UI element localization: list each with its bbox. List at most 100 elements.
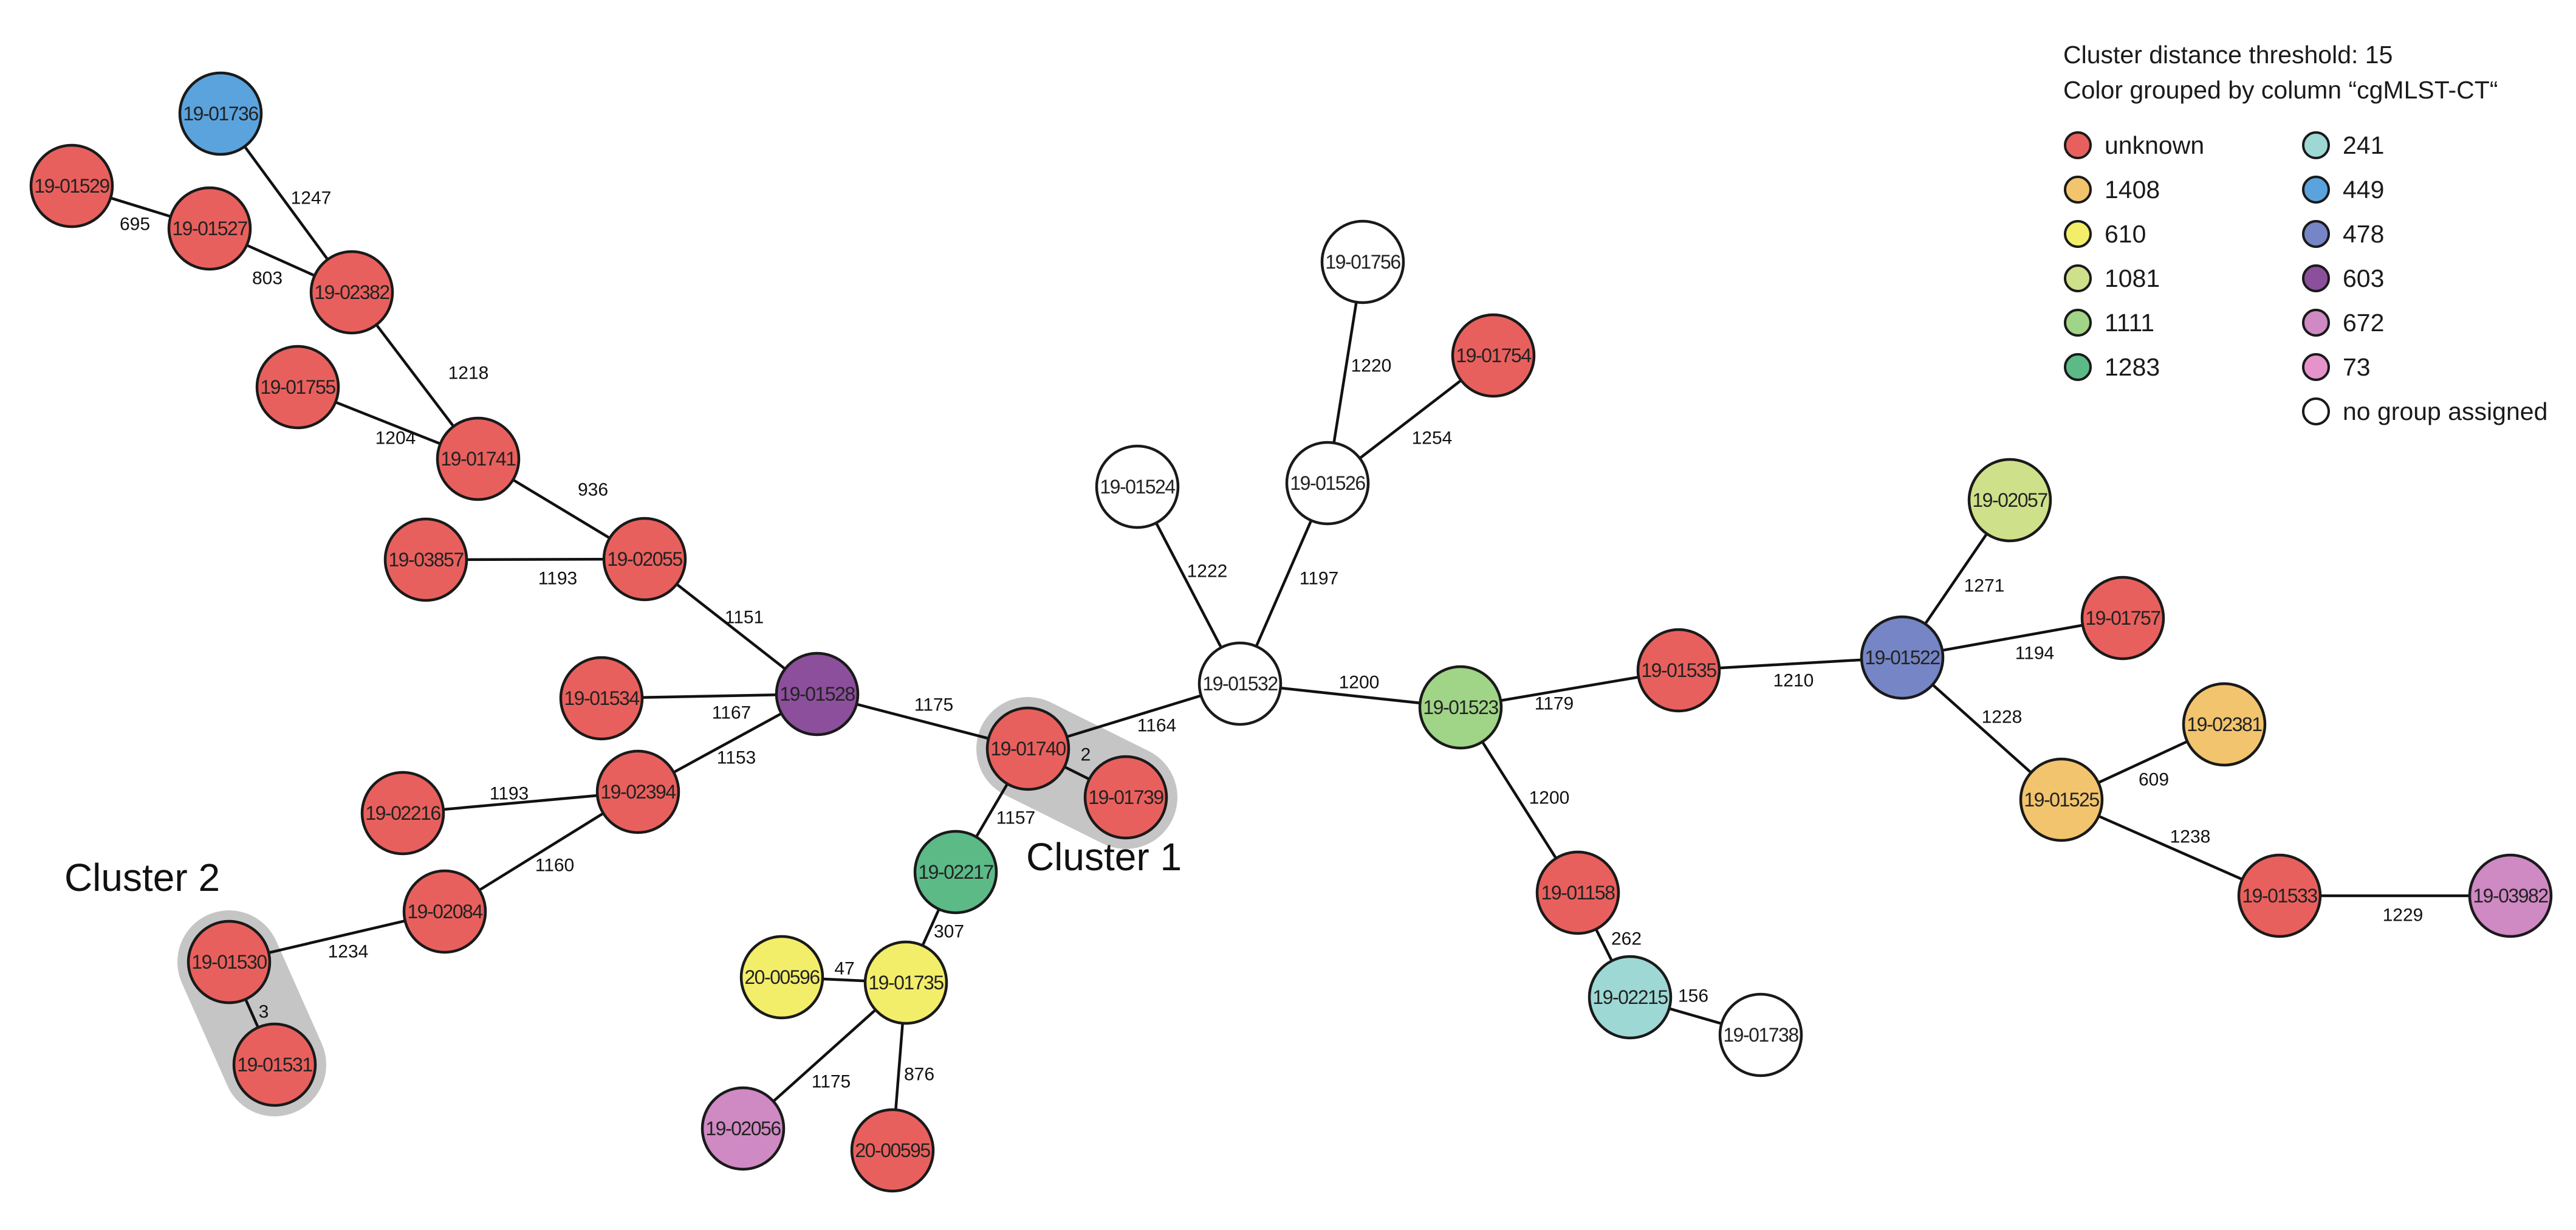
node-19-01531[interactable]: 19-01531 xyxy=(232,1022,317,1107)
node-19-01757[interactable]: 19-01757 xyxy=(2080,575,2165,661)
node-circle xyxy=(1588,955,1673,1040)
node-circle xyxy=(167,186,252,271)
edge-distance-label: 1179 xyxy=(1535,694,1574,714)
node-label: 19-01528 xyxy=(779,683,855,705)
node-19-01523[interactable]: 19-01523 xyxy=(1418,665,1503,750)
node-19-01755[interactable]: 19-01755 xyxy=(255,345,340,430)
node-19-01525[interactable]: 19-01525 xyxy=(2019,757,2104,842)
legend-swatch xyxy=(2302,264,2330,292)
node-circle xyxy=(1095,444,1180,529)
node-19-01739[interactable]: 19-01739 xyxy=(1083,755,1168,840)
node-circle xyxy=(2237,853,2322,938)
node-circle xyxy=(2080,575,2165,661)
edge-distance-label: 1200 xyxy=(1529,788,1570,808)
legend-label: 1408 xyxy=(2105,176,2160,204)
legend-item-1111: 1111 xyxy=(2064,309,2154,337)
node-19-01736[interactable]: 19-01736 xyxy=(178,71,263,156)
legend-label: 1283 xyxy=(2105,353,2160,381)
node-circle xyxy=(309,250,394,335)
legend-item-449: 449 xyxy=(2302,176,2384,204)
node-circle xyxy=(1535,850,1620,935)
edge-distance-label: 1200 xyxy=(1339,673,1380,693)
node-19-02381[interactable]: 19-02381 xyxy=(2182,682,2267,767)
node-19-01524[interactable]: 19-01524 xyxy=(1095,444,1180,529)
node-19-01533[interactable]: 19-01533 xyxy=(2237,853,2322,938)
node-19-01756[interactable]: 19-01756 xyxy=(1320,219,1405,304)
node-20-00596[interactable]: 20-00596 xyxy=(739,935,824,1020)
node-19-01738[interactable]: 19-01738 xyxy=(1718,992,1803,1077)
legend-item-478: 478 xyxy=(2302,220,2384,248)
legend-swatch xyxy=(2302,131,2330,159)
node-19-02056[interactable]: 19-02056 xyxy=(701,1086,786,1171)
node-circle xyxy=(1860,615,1945,700)
legend-swatch xyxy=(2064,264,2092,292)
edge-distance-label: 156 xyxy=(1678,986,1708,1006)
edge-distance-label: 2 xyxy=(1081,745,1091,765)
node-19-02215[interactable]: 19-02215 xyxy=(1588,955,1673,1040)
edge-distance-label: 47 xyxy=(834,959,854,979)
node-label: 19-01754 xyxy=(1456,345,1531,366)
legend-item-241: 241 xyxy=(2302,131,2384,159)
node-19-02382[interactable]: 19-02382 xyxy=(309,250,394,335)
node-layer: 19-01736 19-01529 19-01527 19-02382 19-01755… xyxy=(29,71,2553,1193)
legend-swatch xyxy=(2302,309,2330,337)
node-19-02084[interactable]: 19-02084 xyxy=(402,869,487,954)
node-19-02057[interactable]: 19-02057 xyxy=(1967,458,2052,543)
node-label: 19-01523 xyxy=(1423,696,1498,718)
node-19-01158[interactable]: 19-01158 xyxy=(1535,850,1620,935)
node-19-01535[interactable]: 19-01535 xyxy=(1636,628,1721,713)
node-19-01526[interactable]: 19-01526 xyxy=(1285,441,1370,526)
node-19-01529[interactable]: 19-01529 xyxy=(29,143,114,228)
node-circle xyxy=(436,416,521,501)
node-19-02394[interactable]: 19-02394 xyxy=(595,749,680,834)
node-19-02055[interactable]: 19-02055 xyxy=(602,517,687,602)
node-label: 19-01757 xyxy=(2085,607,2160,629)
edge-distance-label: 1197 xyxy=(1300,569,1339,589)
legend-item-1283: 1283 xyxy=(2064,353,2160,381)
node-19-01754[interactable]: 19-01754 xyxy=(1451,313,1536,398)
node-circle xyxy=(2468,853,2553,938)
cluster-title-cluster-2: Cluster 2 xyxy=(64,856,220,899)
node-label: 19-02216 xyxy=(365,802,440,824)
edge-distance-label: 1153 xyxy=(717,748,756,768)
node-19-01735[interactable]: 19-01735 xyxy=(863,940,948,1025)
legend-swatch xyxy=(2302,220,2330,248)
node-19-01741[interactable]: 19-01741 xyxy=(436,416,521,501)
node-label: 19-02382 xyxy=(314,281,389,303)
node-circle xyxy=(232,1022,317,1107)
edge-distance-label: 1228 xyxy=(1982,707,2023,727)
node-label: 19-02217 xyxy=(918,861,993,883)
legend-label: 478 xyxy=(2343,220,2384,248)
node-19-01532[interactable]: 19-01532 xyxy=(1197,641,1283,726)
node-20-00595[interactable]: 20-00595 xyxy=(850,1108,935,1193)
edge-distance-label: 1204 xyxy=(375,428,416,448)
legend-label: 610 xyxy=(2105,220,2146,248)
edge-distance-label: 1157 xyxy=(996,808,1036,828)
legend-swatch xyxy=(2064,353,2092,381)
node-19-03982[interactable]: 19-03982 xyxy=(2468,853,2553,938)
node-label: 19-02056 xyxy=(705,1118,781,1139)
node-label: 19-01533 xyxy=(2242,885,2317,907)
edge-distance-label: 1194 xyxy=(2015,644,2055,664)
node-19-02217[interactable]: 19-02217 xyxy=(913,830,998,915)
node-label: 19-01741 xyxy=(440,448,516,470)
node-19-01527[interactable]: 19-01527 xyxy=(167,186,252,271)
node-19-01740[interactable]: 19-01740 xyxy=(985,706,1070,791)
node-19-03857[interactable]: 19-03857 xyxy=(383,517,468,602)
legend-label: 73 xyxy=(2343,353,2371,381)
node-19-01530[interactable]: 19-01530 xyxy=(187,919,272,1005)
node-19-01528[interactable]: 19-01528 xyxy=(775,651,860,737)
node-19-01522[interactable]: 19-01522 xyxy=(1860,615,1945,700)
node-circle xyxy=(863,940,948,1025)
node-label: 19-01738 xyxy=(1723,1024,1798,1046)
node-19-01534[interactable]: 19-01534 xyxy=(559,656,644,741)
node-label: 19-01526 xyxy=(1290,472,1365,494)
edge-distance-label: 262 xyxy=(1611,929,1642,949)
node-19-02216[interactable]: 19-02216 xyxy=(360,771,445,856)
edge-distance-label: 1247 xyxy=(291,188,332,208)
legend-item-603: 603 xyxy=(2302,264,2384,292)
legend-item-unknown: unknown xyxy=(2064,131,2204,159)
node-circle xyxy=(775,651,860,737)
legend-item-610: 610 xyxy=(2064,220,2146,248)
